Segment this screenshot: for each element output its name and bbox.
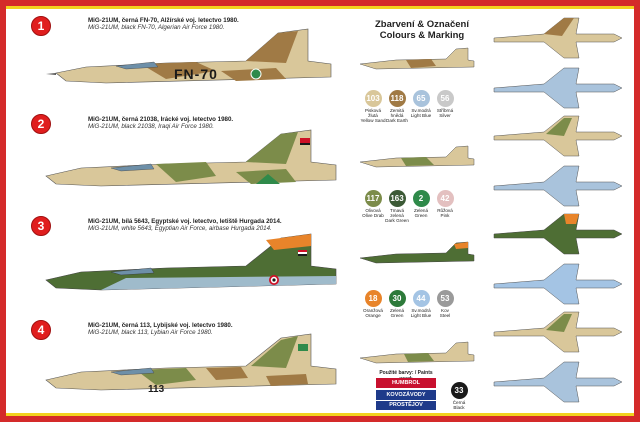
swatch-name-en: Olive Drab — [362, 213, 384, 219]
scheme-3-side-view — [45, 233, 337, 291]
swatch-disc: 30 — [388, 290, 406, 307]
scheme-2-caption-cz: MiG-21UM, černá 21038, Irácké voj. letec… — [88, 116, 234, 123]
swatch-black-cz: Černá — [452, 400, 466, 405]
swatch-name-cz: Zelená — [413, 208, 429, 213]
scheme-2-caption: MiG-21UM, černá 21038, Irácké voj. letec… — [88, 116, 233, 131]
swatch-name-en: Steel — [439, 313, 451, 319]
scheme-3-number: 3 — [31, 216, 51, 236]
top-stripe — [6, 6, 634, 9]
swatch-disc: 42 — [436, 190, 454, 207]
scheme-4-caption-cz: MiG-21UM, černá 113, Lybijské voj. letec… — [88, 322, 233, 329]
scheme-3-caption-en: MiG-21UM, white 5643, Egyptian Air Force… — [88, 225, 272, 233]
swatch-name-cz: Sv.modrá — [411, 108, 431, 113]
scheme-2-small-side — [359, 145, 475, 168]
swatch-disc: 118 — [388, 90, 406, 107]
swatch-name-cz: Růžová — [437, 208, 453, 213]
scheme-2-side-view — [45, 129, 337, 187]
swatch-disc: 18 — [364, 290, 382, 307]
scheme-3-caption: MiG-21UM, bílá 5643, Egyptské voj. letec… — [88, 218, 282, 233]
swatch-black-disc: 33 — [450, 382, 468, 399]
scheme-4-serial: 113 — [148, 384, 165, 395]
swatch-name-en: Green — [390, 313, 404, 319]
scheme-1-caption-en: MiG-21UM, black FN-70, Algerian Air Forc… — [88, 24, 225, 32]
swatch-name-cz: Zelená — [389, 308, 405, 313]
scheme-3-small-side — [359, 241, 475, 264]
sheet-title: Zbarvení & Označení Colours & Marking — [362, 19, 482, 41]
swatch-name-cz: Stříbrná — [436, 108, 454, 113]
swatch-name-cz: Oranžová — [363, 308, 383, 313]
scheme-1-caption: MiG-21UM, černá FN-70, Alžírské voj. let… — [88, 17, 239, 32]
decal-sheet: Zbarvení & Označení Colours & Marking 1 … — [6, 6, 634, 416]
scheme-3-caption-cz: MiG-21UM, bílá 5643, Egyptské voj. letec… — [88, 218, 282, 225]
swatch-disc: 103 — [364, 90, 382, 107]
swatch-name-cz: Sv.modrá — [411, 308, 431, 313]
swatch-disc: 65 — [412, 90, 430, 107]
swatch-name-cz: Pisková žlutá — [364, 108, 382, 119]
scheme-4-caption: MiG-21UM, černá 113, Lybijské voj. letec… — [88, 322, 233, 337]
swatch-name-cz: Tmavá zelená — [389, 208, 405, 219]
swatch-disc: 44 — [412, 290, 430, 307]
swatch-name-cz: Kov — [441, 308, 449, 313]
swatch-disc: 53 — [436, 290, 454, 307]
humbrol-logo: HUMBROL — [376, 378, 436, 388]
swatch-name-cz: Olivová — [365, 208, 381, 213]
swatch-name-en: Light Blue — [410, 113, 432, 119]
scheme-4-side-view — [45, 333, 337, 391]
swatch-name-en: Orange — [365, 313, 381, 319]
scheme-1-small-side — [359, 47, 475, 70]
swatch-name-en: Dark Earth — [386, 118, 408, 124]
bottom-stripe — [6, 413, 634, 416]
swatch-name-cz: Zemitá hnědá — [389, 108, 405, 119]
scheme-1-number: 1 — [31, 16, 51, 36]
swatch-name-en: Silver — [439, 113, 451, 119]
swatch-black: 33 Černá Black — [446, 382, 472, 410]
scheme-4-number: 4 — [31, 320, 51, 340]
swatch-name-en: Pink — [440, 213, 450, 219]
swatch-black-en: Black — [453, 405, 465, 411]
swatch-name-en: Yellow Sand — [360, 118, 386, 124]
swatch-name-en: Green — [414, 213, 428, 219]
swatch-disc: 117 — [364, 190, 382, 207]
swatch-disc: 163 — [388, 190, 406, 207]
scheme-1-serial: FN-70 — [174, 66, 218, 82]
title-cz: Zbarvení & Označení — [375, 19, 469, 30]
swatch-disc: 56 — [436, 90, 454, 107]
title-en: Colours & Marking — [379, 30, 465, 41]
prostejov-logo: PROSTĚJOV — [376, 401, 436, 410]
scheme-4-small-side — [359, 341, 475, 364]
scheme-4-caption-en: MiG-21UM, black 113, Lybian Air Force 19… — [88, 329, 213, 337]
kovozavody-logo: KOVOZÁVODY — [376, 390, 436, 400]
scheme-2-number: 2 — [31, 114, 51, 134]
planform-views — [493, 17, 623, 403]
scheme-2-caption-en: MiG-21UM, black 21038, Iraqi Air Force 1… — [88, 123, 214, 131]
scheme-1-caption-cz: MiG-21UM, černá FN-70, Alžírské voj. let… — [88, 17, 239, 24]
swatch-name-en: Dark Green — [385, 218, 409, 224]
scheme-1-side-view — [46, 28, 332, 84]
swatch-name-en: Light Blue — [410, 313, 432, 319]
swatch-disc: 2 — [412, 190, 430, 207]
